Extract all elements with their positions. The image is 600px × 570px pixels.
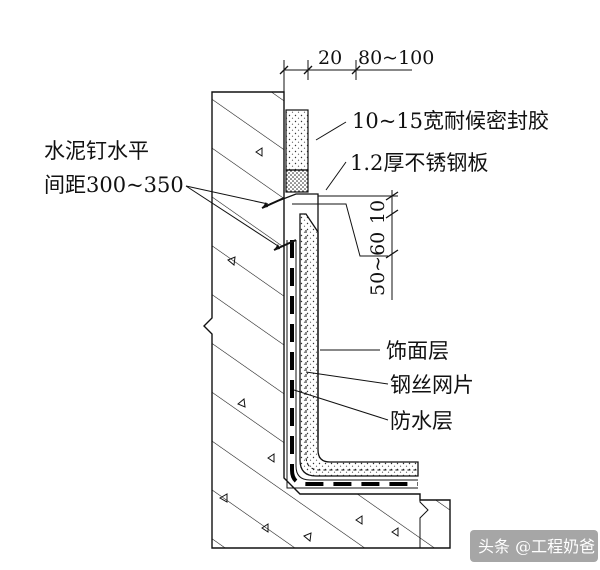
dim-top-b: 80~100	[358, 47, 434, 69]
side-dimension	[318, 190, 399, 300]
cement-nails	[261, 197, 297, 251]
watermark-bg	[470, 530, 598, 562]
label-nail-line1: 水泥钉水平	[44, 139, 149, 163]
label-mesh: 钢丝网片	[390, 373, 474, 397]
label-sealant: 10~15宽耐候密封胶	[352, 109, 549, 133]
label-steel-plate: 1.2厚不锈钢板	[350, 151, 488, 175]
steel-mesh	[305, 230, 418, 471]
finish-layer	[299, 213, 419, 477]
dim-side-a: 10	[367, 200, 389, 224]
waterproof-layer	[286, 240, 418, 489]
dim-side-b: 50~60	[367, 232, 389, 296]
top-dimension	[279, 60, 412, 106]
label-waterproof: 防水层	[390, 409, 453, 433]
leader-lines	[185, 121, 389, 421]
dim-top-a: 20	[318, 47, 342, 69]
label-finish: 饰面层	[386, 339, 449, 363]
watermark: 头条 @工程奶爸	[478, 537, 595, 556]
sealant-block	[285, 109, 309, 193]
label-nail-line2: 间距300~350	[44, 173, 184, 197]
